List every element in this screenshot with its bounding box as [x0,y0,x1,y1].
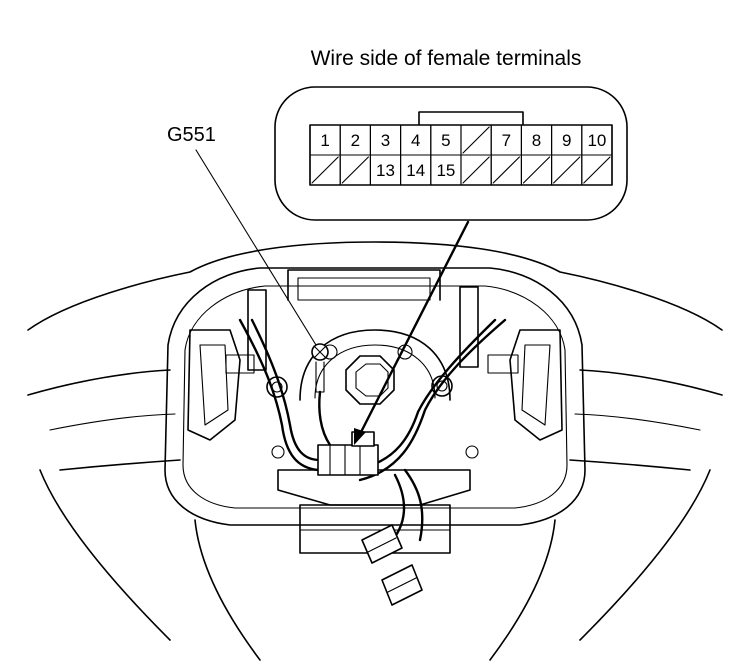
diagram-title: Wire side of female terminals [311,47,582,70]
top-mount-plate [297,277,431,301]
pin-label: 4 [411,131,420,150]
clip-hole-left [271,445,285,459]
connector-pin-grid: 1 2 3 4 5 7 8 9 10 13 14 15 [309,124,613,186]
pin-label: 7 [502,131,511,150]
connector-body [317,444,379,476]
unused-cavity-slash [462,126,490,154]
right-spoke-lower [569,459,691,471]
pigtail-connector-lower-seam [387,577,417,593]
left-spoke-lower [59,459,181,471]
center-nut-inner [355,363,389,397]
hub-boss-ring [299,329,451,401]
harness-drop-1 [403,468,424,542]
hub-cavity-inner [182,285,568,509]
right-clip [487,354,519,374]
bottom-spoke-right [489,519,556,661]
left-spoke-trim [49,413,176,431]
right-switch-housing [509,329,563,441]
g551-leader-line [195,149,317,346]
harness-ground-lead [318,390,332,447]
left-spoke-upper [27,369,171,396]
steering-wheel-rim-left [39,469,171,641]
pin-label: 8 [532,131,541,150]
connector-cavity [581,154,613,186]
unused-cavity-slash [341,156,369,184]
ground-label-g551: G551 [167,124,216,146]
unused-cavity-slash [522,156,551,184]
pigtail-connector-upper [361,524,403,564]
connector-lock-tab [418,111,524,127]
unused-cavity-slash [311,156,339,184]
bottom-spoke-left [194,519,261,661]
harness-left-branch [238,318,320,472]
hub-cavity-outline [164,267,586,526]
pin-label: 14 [406,161,425,180]
unused-cavity-slash [553,156,581,184]
hub-boss-ring-inner [314,344,436,399]
wire-harness [238,318,507,547]
pigtail-connectors [361,524,423,606]
steering-wheel-rim-right [579,469,711,641]
left-switch-housing-inner [199,344,229,426]
top-mount-bracket [287,269,441,301]
ground-eyelet [315,361,325,393]
left-switch-housing [187,329,241,441]
pigtail-connector-upper-seam [367,537,397,553]
callout-bubble [274,86,628,221]
ground-terminal-g551 [311,343,329,393]
pin-label: 9 [562,131,571,150]
steering-wheel-rim-top [27,241,723,331]
connector-leader-arrowhead [354,428,366,445]
pin-label: 10 [587,131,606,150]
pin-label: 15 [436,161,455,180]
pin-label: 3 [381,131,390,150]
connector-callout: 1 2 3 4 5 7 8 9 10 13 14 15 [274,86,628,221]
mount-bolt-right-inner [436,380,448,392]
ground-screw-slot [313,345,327,359]
right-spoke-upper [579,369,723,396]
pin-label: 1 [320,131,329,150]
connector-leader-arrow-shaft [356,220,470,440]
pin-label: 5 [441,131,450,150]
pin-label: 13 [376,161,395,180]
left-clip [225,354,255,374]
right-switch-housing-inner [521,344,551,426]
harness-left-branch-2 [250,318,322,462]
unused-cavity-slash [583,156,611,184]
harness-right-branch-2 [360,318,497,470]
clip-hole-right [465,445,479,459]
central-connector [317,431,379,476]
steering-wheel [27,241,723,661]
harness-right-branch [358,318,507,482]
right-spoke-trim [574,413,701,431]
right-bracket-post [459,286,479,368]
connector-body-ribs [329,444,361,476]
unused-cavity-slash [462,156,490,184]
steering-hub [164,267,586,554]
leader-lines [195,149,470,445]
unused-cavity-slash [492,156,520,184]
pin-label: 2 [351,131,360,150]
